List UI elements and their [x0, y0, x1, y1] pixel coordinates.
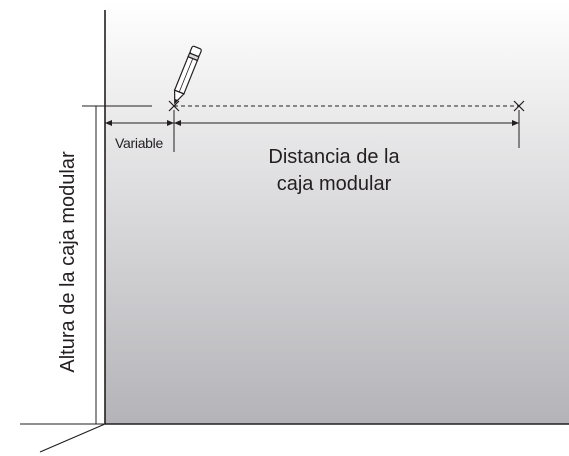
variable-arrow-left [105, 120, 112, 126]
variable-label: Variable [115, 135, 163, 151]
distance-arrow-right [512, 120, 519, 126]
distance-label-line-1: Distancia de la [268, 146, 400, 168]
variable-arrow-right [167, 120, 174, 126]
x-mark-icon [513, 100, 525, 112]
distance-label-line-2: caja modular [277, 173, 392, 195]
wall [105, 0, 569, 424]
height-label: Altura de la caja modular [57, 151, 79, 373]
pencil-icon [173, 45, 202, 105]
floor-diagonal-line [39, 423, 106, 453]
distance-arrow-left [174, 120, 181, 126]
x-mark-icon [168, 100, 180, 112]
